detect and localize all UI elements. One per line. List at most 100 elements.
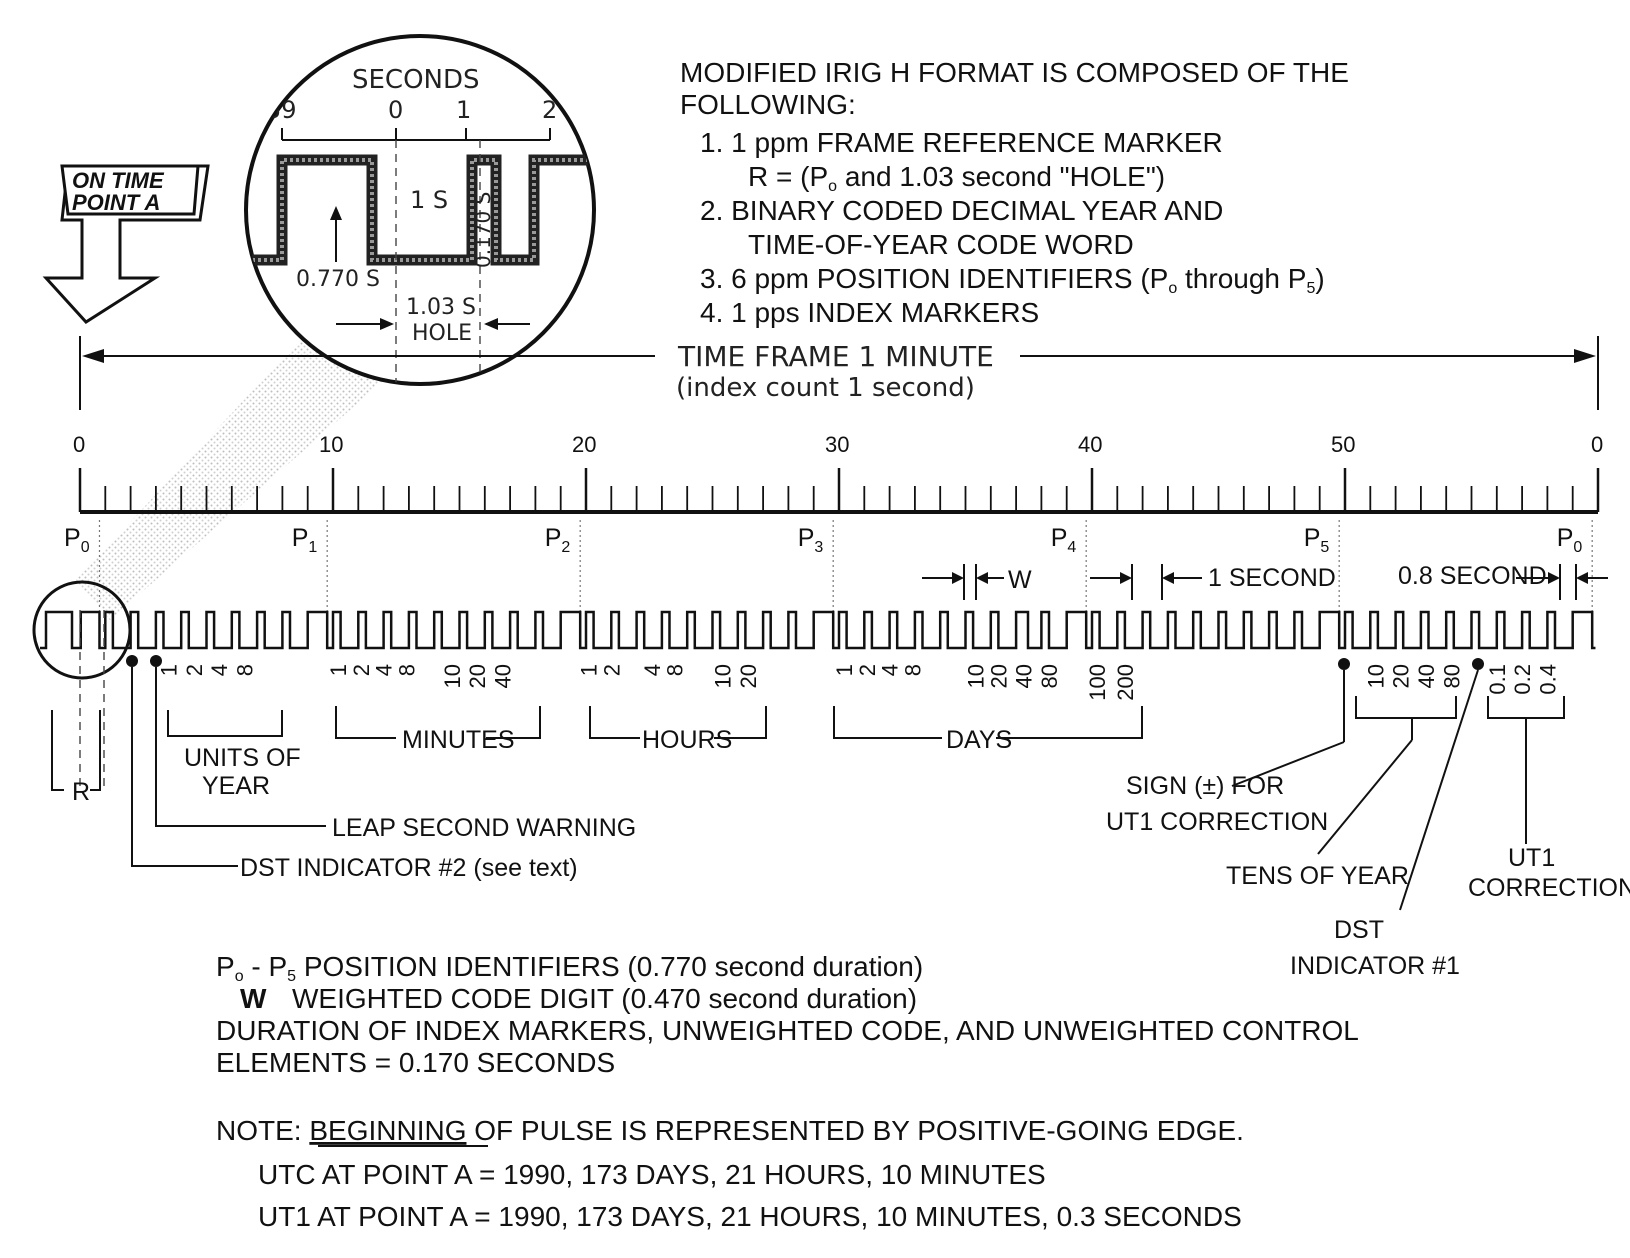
ut1-sign-dot (1338, 658, 1350, 670)
bit-weight-label: 40 (491, 664, 516, 688)
scale-label: 10 (319, 432, 343, 457)
position-identifier-label: P0 (1557, 524, 1583, 556)
scale-label: 40 (1078, 432, 1102, 457)
legend-utc: UTC AT POINT A = 1990, 173 DAYS, 21 HOUR… (258, 1159, 1046, 1190)
header-title: MODIFIED IRIG H FORMAT IS COMPOSED OF TH… (680, 57, 1349, 88)
bit-weight-label: 0.1 (1485, 664, 1510, 695)
bit-weight-label: 40 (1012, 664, 1037, 688)
on-time-label-2: POINT A (72, 190, 160, 215)
leap-second-dot (150, 655, 162, 667)
dst-indicator-2-label: DST INDICATOR #2 (see text) (240, 854, 578, 882)
bit-weight-label: 1 (832, 664, 857, 676)
header-item-2: 2. BINARY CODED DECIMAL YEAR AND (700, 195, 1223, 226)
pulse-train (40, 610, 1596, 650)
position-identifier-label: P5 (1304, 524, 1330, 556)
legend-duration-2: ELEMENTS = 0.170 SECONDS (216, 1047, 615, 1078)
units-of-year-label-2: YEAR (202, 772, 270, 800)
bit-weight-label: 10 (440, 664, 465, 688)
width-annotations: W 1 SECOND 0.8 SECOND (922, 562, 1608, 600)
time-frame-label: TIME FRAME 1 MINUTE (677, 340, 994, 373)
header-item-3: 3. 6 ppm POSITION IDENTIFIERS (Po throug… (700, 263, 1325, 297)
bit-weight-label: 1 (326, 664, 351, 676)
bit-weight-label: 4 (878, 664, 903, 676)
zoom-inset: SECONDS 59 0 1 2 1 S 0.170 S 0.770 S 1.0… (244, 34, 596, 386)
header-block: MODIFIED IRIG H FORMAT IS COMPOSED OF TH… (680, 57, 1349, 328)
bit-weight-label: 4 (207, 664, 232, 676)
inset-tick-2: 2 (542, 96, 557, 124)
bit-weight-label: 4 (372, 664, 397, 676)
bit-weight-label: 0.2 (1510, 664, 1535, 695)
position-identifier-label: P1 (292, 524, 318, 556)
on-time-arrow: ON TIME POINT A (42, 164, 210, 324)
legend-w-letter: W (240, 983, 267, 1014)
inset-tick-1: 1 (456, 96, 471, 124)
bit-weight-label: 10 (711, 664, 736, 688)
point8-second-label: 0.8 SECOND (1398, 562, 1547, 590)
r-label: R (72, 778, 90, 806)
bit-weight-label: 20 (736, 664, 761, 688)
one-second-label: 1 SECOND (1208, 564, 1336, 592)
inset-tick-0: 0 (388, 96, 403, 124)
legend-duration-1: DURATION OF INDEX MARKERS, UNWEIGHTED CO… (216, 1015, 1359, 1046)
bit-weight-label: 4 (640, 664, 665, 676)
header-item-1: 1. 1 ppm FRAME REFERENCE MARKER (700, 127, 1223, 158)
bit-weight-label: 20 (1389, 664, 1414, 688)
days-label: DAYS (946, 726, 1012, 754)
dst-indicator-1-label-2: INDICATOR #1 (1290, 952, 1460, 980)
bit-weight-label: 8 (900, 664, 925, 676)
legend-ut1: UT1 AT POINT A = 1990, 173 DAYS, 21 HOUR… (258, 1201, 1242, 1232)
inset-hole-value: 1.03 S (406, 295, 476, 320)
leap-second-warning-label: LEAP SECOND WARNING (332, 814, 636, 842)
ut1-sign-label-1: SIGN (±) FOR (1126, 772, 1284, 800)
scale-label: 0 (73, 432, 85, 457)
bit-weight-label: 8 (232, 664, 257, 676)
units-of-year-label-1: UNITS OF (184, 744, 301, 772)
time-frame-sublabel: (index count 1 second) (676, 373, 975, 403)
header-item-1b: R = (Po and 1.03 second "HOLE") (748, 161, 1165, 195)
time-frame: TIME FRAME 1 MINUTE (index count 1 secon… (79, 336, 1599, 410)
bit-weight-label: 2 (349, 664, 374, 676)
bit-weight-label: 10 (1363, 664, 1388, 688)
bit-weight-label: 20 (465, 664, 490, 688)
bit-weight-label: 80 (1037, 664, 1062, 688)
bit-weight-label: 80 (1439, 664, 1464, 688)
header-item-4: 4. 1 pps INDEX MARKERS (700, 297, 1039, 328)
bit-weight-label: 8 (663, 664, 688, 676)
bit-weight-label: 2 (855, 664, 880, 676)
dst-indicator-1-label-1: DST (1334, 916, 1384, 944)
on-time-label-1: ON TIME (72, 168, 165, 193)
w-width-label: W (1008, 566, 1032, 594)
inset-one-s: 1 S (410, 186, 448, 214)
reference-marker-circle (32, 580, 132, 680)
position-identifier-label: P3 (798, 524, 824, 556)
position-identifier-label: P2 (545, 524, 571, 556)
bit-weight-label: 20 (986, 664, 1011, 688)
scale-label: 50 (1331, 432, 1355, 457)
dst-indicator-1-dot (1472, 658, 1484, 670)
position-identifier-label: P4 (1051, 524, 1077, 556)
bit-weight-label: 1 (577, 664, 602, 676)
header-item-2b: TIME-OF-YEAR CODE WORD (748, 229, 1134, 260)
legend-w-text: WEIGHTED CODE DIGIT (0.470 second durati… (292, 983, 917, 1014)
bit-weight-label: 10 (964, 664, 989, 688)
inset-seconds-label: SECONDS (352, 65, 480, 95)
scale-label: 30 (825, 432, 849, 457)
position-identifier-label: P0 (64, 524, 90, 556)
group-brackets: R UNITS OF YEAR MINUTES HOURS DAYS TENS … (51, 610, 1630, 980)
bit-weight-label: 0.4 (1535, 664, 1560, 695)
scale-label: 0 (1591, 432, 1603, 457)
bit-weight-label: 40 (1414, 664, 1439, 688)
bit-weight-label: 2 (599, 664, 624, 676)
inset-hole-label: HOLE (412, 321, 472, 346)
tens-of-year-label: TENS OF YEAR (1226, 862, 1409, 890)
ut1-sign-label-2: UT1 CORRECTION (1106, 808, 1328, 836)
inset-0770: 0.770 S (296, 267, 380, 292)
bit-weight-label: 2 (182, 664, 207, 676)
minutes-label: MINUTES (402, 726, 515, 754)
bit-weight-label: 8 (394, 664, 419, 676)
dst-indicator-2-dot (126, 655, 138, 667)
bit-weight-label: 1 (157, 664, 182, 676)
